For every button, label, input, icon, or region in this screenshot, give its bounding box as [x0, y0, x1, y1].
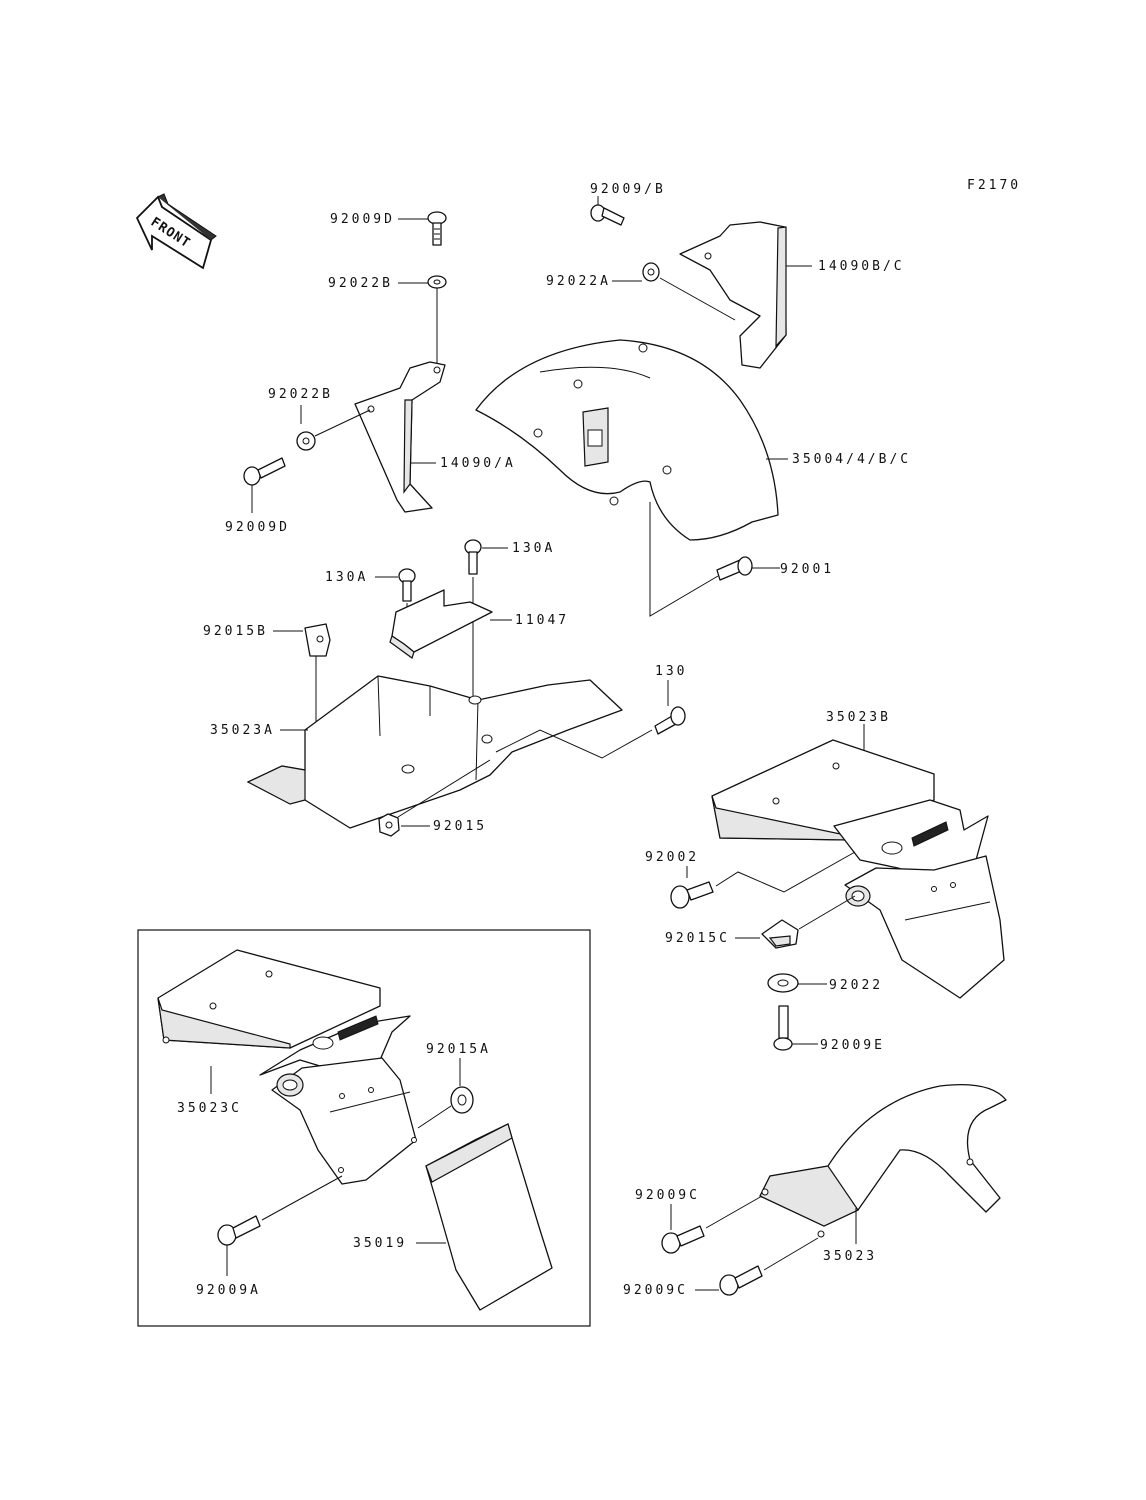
bracket-14090bc: [679, 221, 787, 369]
label-130a-right: 130A: [512, 541, 555, 556]
bracket-14090a: [354, 361, 446, 513]
label-130a-left: 130A: [325, 570, 368, 585]
label-92009e: 92009E: [820, 1038, 885, 1053]
front-fender-35004: [475, 339, 779, 541]
label-11047: 11047: [515, 613, 569, 628]
bolt-130a-left: [398, 568, 416, 602]
label-92009c-top: 92009C: [635, 1188, 700, 1203]
inset-frame: [137, 929, 591, 1327]
bolt-92001: [716, 556, 753, 581]
bolt-130: [654, 706, 686, 735]
bracket-11047: [389, 589, 493, 659]
label-92015a: 92015A: [426, 1042, 491, 1057]
inner-fender-35023: [759, 1083, 1007, 1238]
clip-92015c: [761, 919, 799, 949]
label-92009b: 92009/B: [590, 182, 666, 197]
label-35023b: 35023B: [826, 710, 891, 725]
mudflap-35019: [425, 1123, 553, 1311]
label-92001: 92001: [780, 562, 834, 577]
label-92015b: 92015B: [203, 624, 268, 639]
inner-fender-35023a: [246, 675, 623, 829]
bolt-92009b: [590, 204, 625, 226]
label-92022b-mid: 92022B: [268, 387, 333, 402]
label-35004: 35004/4/B/C: [792, 452, 911, 467]
nut-92015a: [450, 1086, 474, 1114]
label-35019: 35019: [353, 1236, 407, 1251]
label-14090bc: 14090B/C: [818, 259, 905, 274]
label-92022a: 92022A: [546, 274, 611, 289]
label-92009a: 92009A: [196, 1283, 261, 1298]
label-92022b-top: 92022B: [328, 276, 393, 291]
nut-92015: [378, 813, 400, 837]
label-35023c: 35023C: [177, 1101, 242, 1116]
clip-92015b: [304, 623, 331, 657]
label-92009d-bottom: 92009D: [225, 520, 290, 535]
bolt-130a-right: [464, 539, 482, 575]
label-92015: 92015: [433, 819, 487, 834]
label-35023a: 35023A: [210, 723, 275, 738]
figure-code: F2170: [967, 178, 1021, 193]
label-92015c: 92015C: [665, 931, 730, 946]
label-92009c-bottom: 92009C: [623, 1283, 688, 1298]
bolt-92009e: [773, 1005, 793, 1051]
bolt-92009a: [217, 1215, 261, 1246]
label-92022: 92022: [829, 978, 883, 993]
label-92009d-top: 92009D: [330, 212, 395, 227]
bolt-92009d-top: [427, 211, 447, 246]
bolt-92009c-bottom: [719, 1265, 763, 1296]
label-35023: 35023: [823, 1249, 877, 1264]
rear-fender-35023b: [711, 739, 1005, 999]
bolt-92009d-bottom: [243, 457, 286, 486]
rear-fender-35023c: [157, 949, 417, 1185]
label-130: 130: [655, 664, 687, 679]
bolt-92009c-top: [661, 1225, 705, 1254]
label-92002: 92002: [645, 850, 699, 865]
bolt-92002: [670, 881, 714, 909]
front-arrow-icon: FRONT: [135, 193, 217, 270]
label-14090a: 14090/A: [440, 456, 516, 471]
